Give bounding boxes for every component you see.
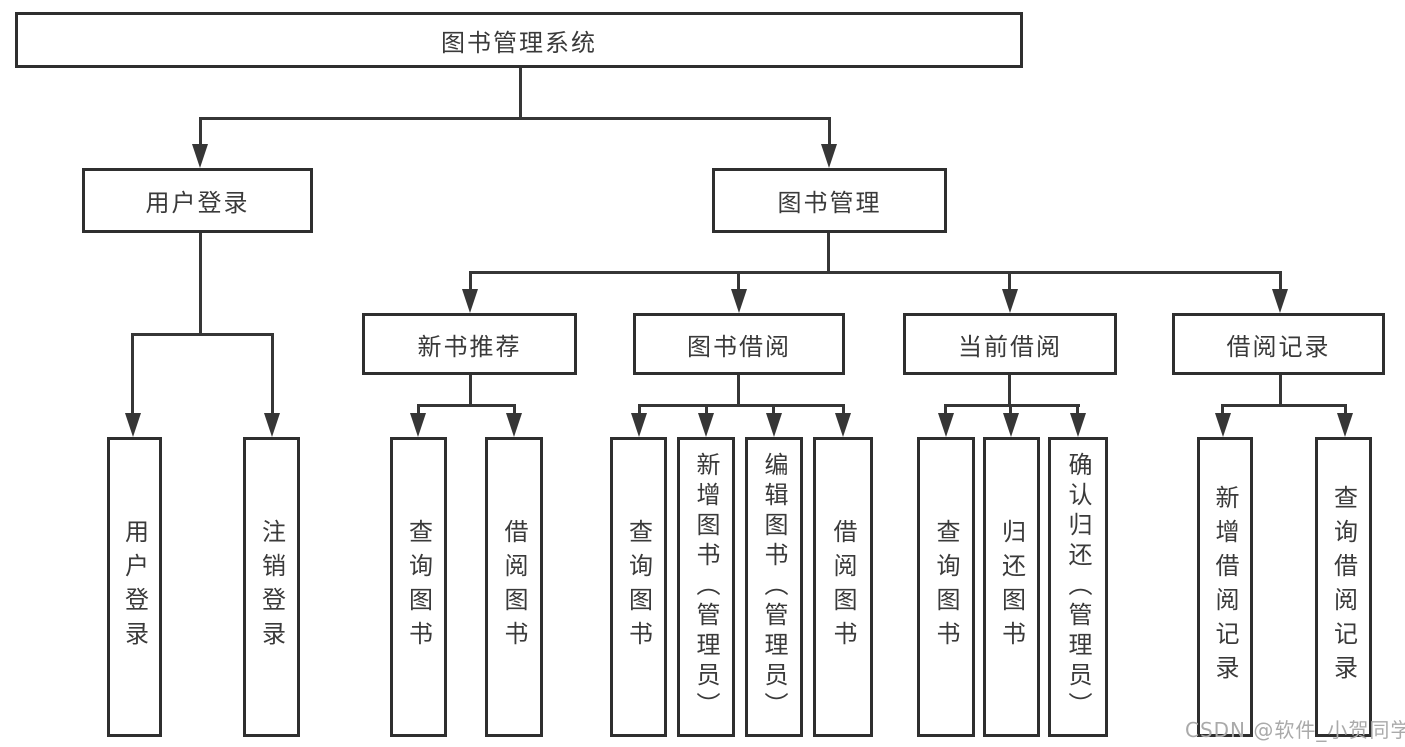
connector-vline: [519, 68, 522, 118]
node-label: 新书推荐: [417, 332, 522, 361]
arrowhead-down-icon: [192, 144, 208, 168]
leaf-label: 注销登录: [257, 519, 286, 655]
leaf-user-login: 用户登录: [107, 437, 162, 737]
node-label: 当前借阅: [958, 332, 1062, 361]
leaf-label: 查询图书: [624, 519, 653, 655]
leaf-logout: 注销登录: [243, 437, 300, 737]
node-borrowing-records: 借阅记录: [1172, 313, 1385, 375]
arrowhead-down-icon: [1002, 289, 1018, 313]
connector-vline: [827, 233, 830, 274]
node-label: 用户登录: [145, 189, 250, 217]
leaf-label: 查询图书: [404, 519, 433, 655]
connector-rail: [638, 404, 845, 407]
node-book-borrowing: 图书借阅: [633, 313, 845, 375]
connector-vline: [131, 333, 134, 431]
connector-rail: [469, 271, 1282, 274]
leaf-label: 编辑图书（管理员）: [760, 452, 788, 722]
connector-vline: [271, 333, 274, 431]
connector-vline: [1279, 271, 1282, 295]
arrowhead-down-icon: [766, 413, 782, 437]
node-label: 图书管理: [777, 189, 882, 217]
leaf-confirm-return-admin: 确认归还（管理员）: [1048, 437, 1108, 737]
leaf-recommend-query-books: 查询图书: [390, 437, 447, 737]
leaf-label: 归还图书: [997, 519, 1026, 655]
node-label: 图书管理系统: [441, 28, 597, 57]
connector-vline: [469, 375, 472, 407]
arrowhead-down-icon: [1215, 413, 1231, 437]
node-new-book-recommend: 新书推荐: [362, 313, 577, 375]
node-label: 借阅记录: [1226, 332, 1331, 361]
leaf-label: 新增借阅记录: [1211, 485, 1239, 689]
connector-rail: [417, 404, 516, 407]
connector-vline: [737, 375, 740, 407]
node-library-system: 图书管理系统: [15, 12, 1023, 68]
leaf-add-borrow-record: 新增借阅记录: [1197, 437, 1253, 737]
connector-rail: [131, 333, 274, 336]
leaf-label: 借阅图书: [829, 519, 857, 655]
node-user-login: 用户登录: [82, 168, 313, 233]
arrowhead-down-icon: [1070, 413, 1086, 437]
arrowhead-down-icon: [835, 413, 851, 437]
arrowhead-down-icon: [264, 413, 280, 437]
connector-rail: [199, 117, 831, 120]
arrowhead-down-icon: [506, 413, 522, 437]
leaf-label: 借阅图书: [500, 519, 528, 655]
arrowhead-down-icon: [631, 413, 647, 437]
connector-vline: [1008, 375, 1011, 407]
leaf-label: 确认归还（管理员）: [1064, 452, 1092, 722]
leaf-recommend-borrow-books: 借阅图书: [485, 437, 543, 737]
leaf-edit-books-admin: 编辑图书（管理员）: [745, 437, 803, 737]
connector-rail: [944, 404, 1080, 407]
arrowhead-down-icon: [1272, 289, 1288, 313]
csdn-watermark: CSDN @软件_小贺同学: [1185, 718, 1405, 742]
arrowhead-down-icon: [410, 413, 426, 437]
arrowhead-down-icon: [1337, 413, 1353, 437]
leaf-return-books: 归还图书: [983, 437, 1040, 737]
leaf-label: 查询图书: [932, 519, 960, 655]
arrowhead-down-icon: [125, 413, 141, 437]
connector-vline: [737, 271, 740, 295]
connector-vline: [1279, 375, 1282, 407]
arrowhead-down-icon: [821, 144, 837, 168]
arrowhead-down-icon: [1003, 413, 1019, 437]
connector-vline: [828, 117, 831, 161]
leaf-label: 用户登录: [120, 519, 149, 655]
connector-vline: [199, 117, 202, 161]
leaf-current-query-books: 查询图书: [917, 437, 975, 737]
arrowhead-down-icon: [731, 289, 747, 313]
connector-vline: [1008, 271, 1011, 295]
node-current-borrowing: 当前借阅: [903, 313, 1117, 375]
leaf-label: 查询借阅记录: [1329, 485, 1358, 689]
arrowhead-down-icon: [462, 289, 478, 313]
connector-rail: [1221, 404, 1347, 407]
leaf-query-borrow-record: 查询借阅记录: [1315, 437, 1372, 737]
leaf-borrowing-query-books: 查询图书: [610, 437, 667, 737]
leaf-add-books-admin: 新增图书（管理员）: [677, 437, 735, 737]
arrowhead-down-icon: [698, 413, 714, 437]
leaf-label: 新增图书（管理员）: [692, 452, 720, 722]
arrowhead-down-icon: [938, 413, 954, 437]
node-label: 图书借阅: [687, 332, 791, 361]
node-book-management: 图书管理: [712, 168, 947, 233]
leaf-borrow-books: 借阅图书: [813, 437, 873, 737]
connector-vline: [469, 271, 472, 295]
connector-vline: [199, 233, 202, 336]
